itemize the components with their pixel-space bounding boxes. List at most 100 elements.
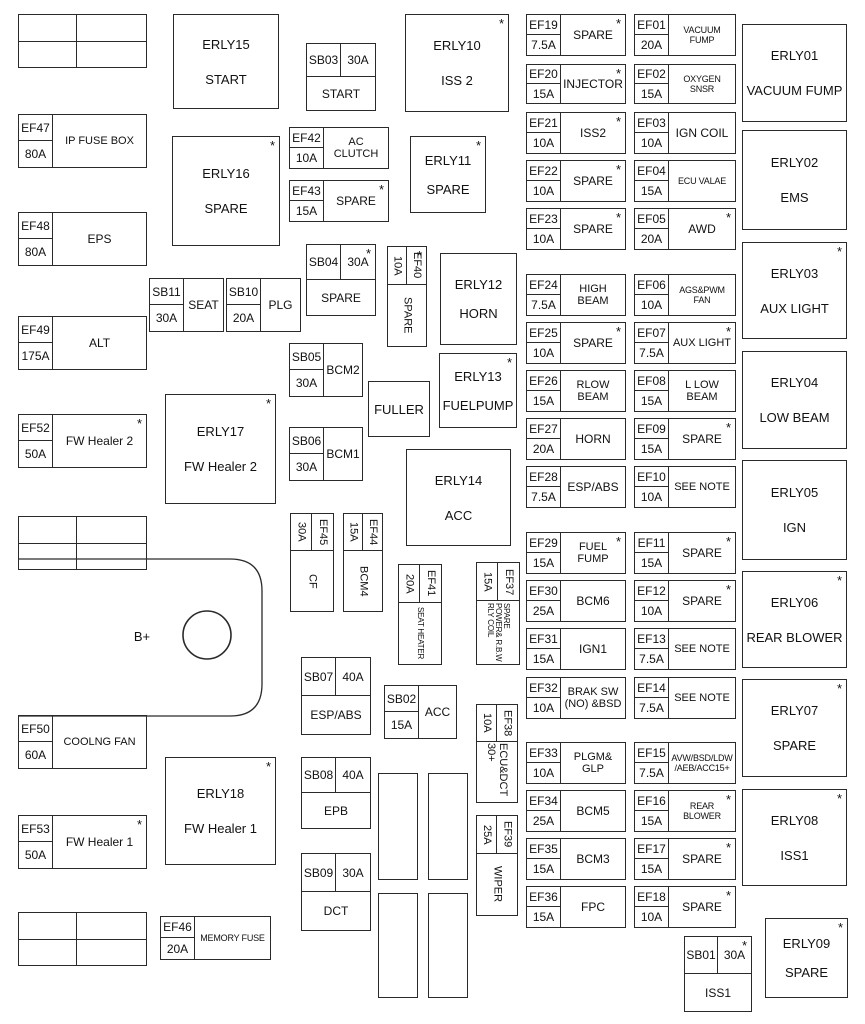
relay-name: SPARE	[204, 201, 248, 216]
relay-id: ERLY09	[782, 936, 831, 951]
relay-name: SPARE	[784, 965, 829, 980]
fuse-name: ESP/ABS	[567, 480, 619, 494]
star-marker: *	[615, 162, 621, 177]
star-marker: *	[475, 138, 481, 153]
fuse-id: SB09	[302, 854, 336, 892]
fuse-rating: 7.5A	[635, 698, 669, 718]
fuse-name: VACUUM FUMP	[683, 25, 721, 45]
connector-divider	[76, 913, 78, 965]
relay-name: FW Healer 2	[184, 459, 257, 474]
fuse-id: EF19	[527, 15, 561, 35]
fuse-id: EF42	[290, 128, 324, 148]
star-marker: *	[725, 210, 731, 225]
fuse-rating: 7.5A	[635, 649, 669, 669]
fuller-socket[interactable]: FULLER	[368, 381, 430, 437]
fuse-id: EF02	[635, 65, 669, 84]
battery-stud-icon[interactable]	[182, 610, 232, 660]
fuse-rating: 20A	[227, 305, 261, 331]
